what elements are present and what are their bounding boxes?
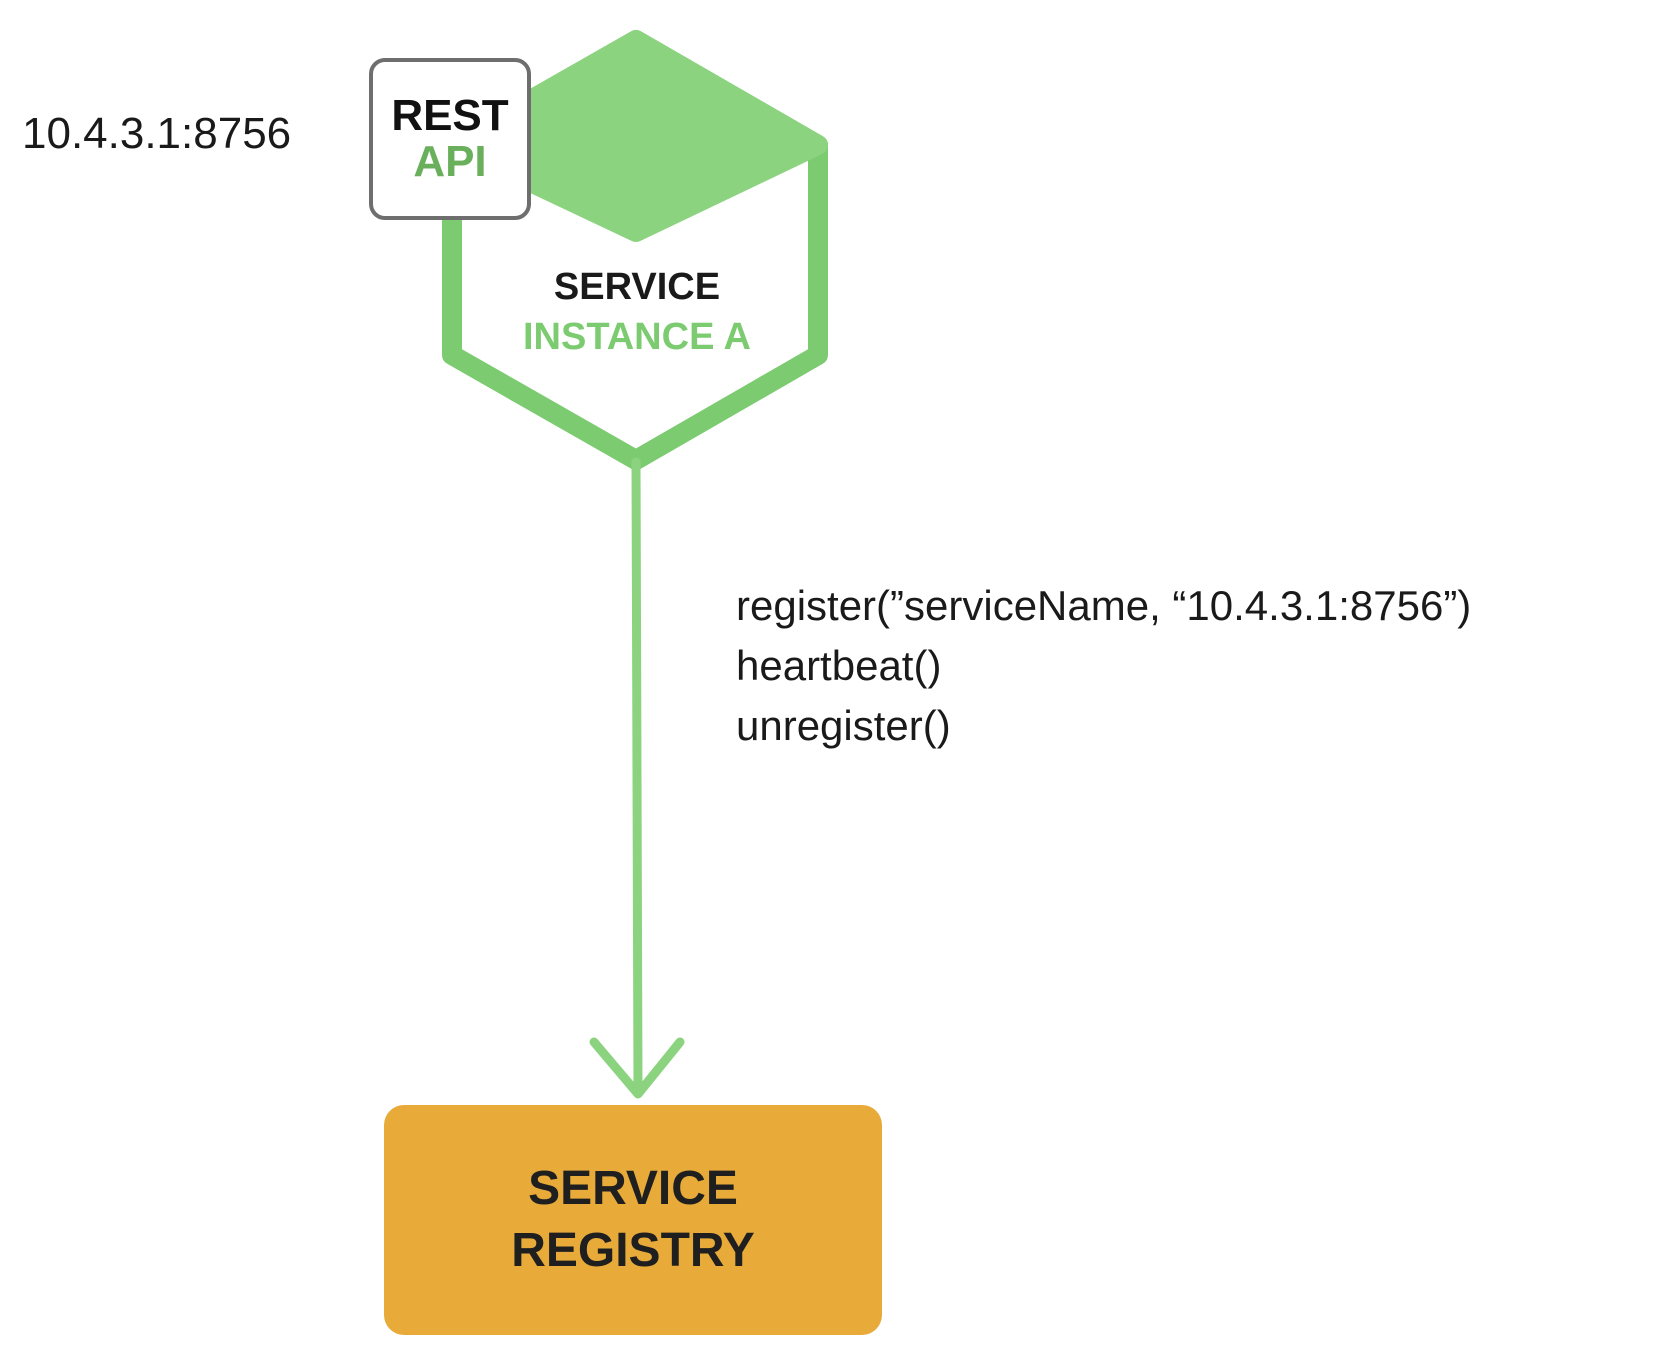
register-call: register(”serviceName, “10.4.3.1:8756”) — [736, 582, 1472, 629]
service-instance-label: SERVICE INSTANCE A — [452, 262, 822, 362]
service-registry-box: SERVICE REGISTRY — [384, 1105, 882, 1335]
registry-line2: REGISTRY — [511, 1224, 755, 1277]
heartbeat-call: heartbeat() — [736, 642, 942, 689]
registry-line1: SERVICE — [528, 1162, 738, 1215]
api-label: API — [413, 137, 487, 186]
instance-address-label: 10.4.3.1:8756 — [22, 109, 292, 158]
arrow-down-icon — [589, 1037, 685, 1099]
rest-api-box: REST API — [369, 58, 531, 220]
service-instance-line2: INSTANCE A — [523, 316, 751, 358]
unregister-call: unregister() — [736, 702, 951, 749]
rest-label: REST — [391, 91, 509, 140]
service-instance-line1: SERVICE — [553, 266, 721, 308]
connection-calls: register(”serviceName, “10.4.3.1:8756”) … — [736, 576, 1471, 756]
arrow-line — [631, 457, 643, 1095]
